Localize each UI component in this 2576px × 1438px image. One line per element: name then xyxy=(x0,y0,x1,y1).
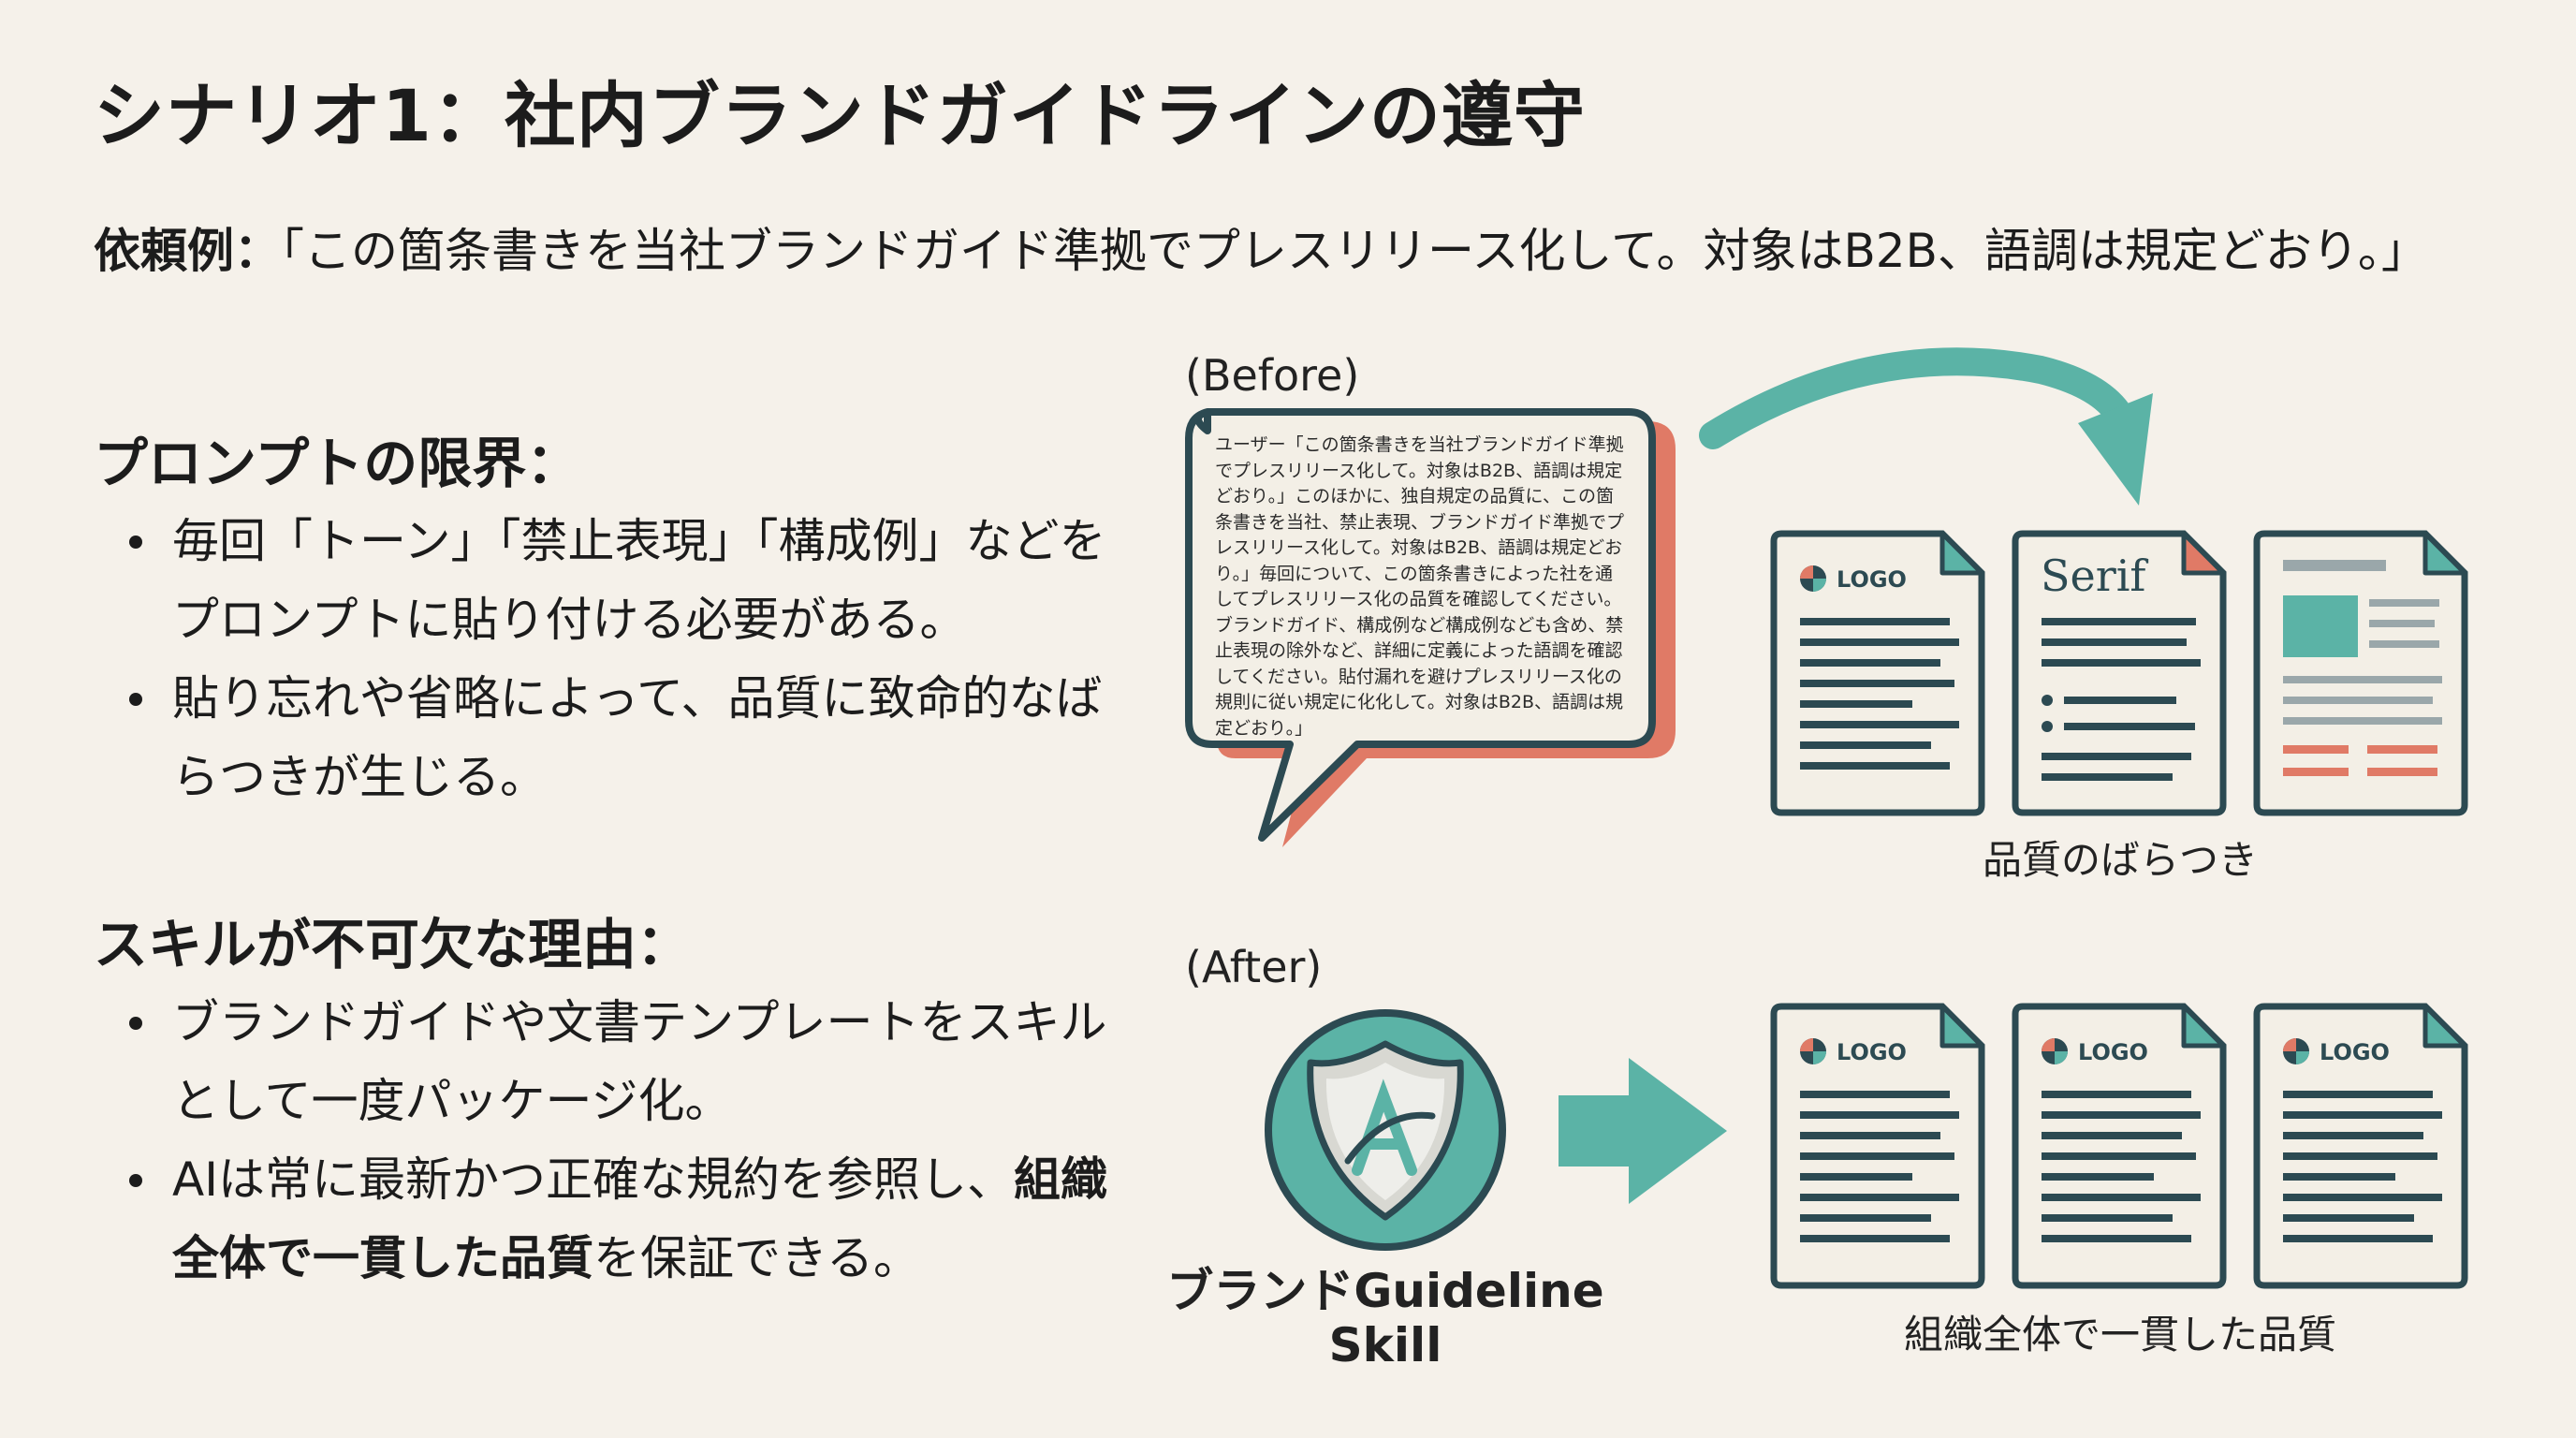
skill-label-line-1: ブランドGuideline xyxy=(1166,1264,1604,1318)
skill-label: ブランドGuideline Skill xyxy=(1151,1264,1619,1372)
speech-bubble xyxy=(1185,408,1656,842)
curved-arrow-head xyxy=(2078,393,2153,506)
request-text: 「この箇条書きを当社ブランドガイド準拠でプレスリリース化して。対象はB2B、語調… xyxy=(281,224,2428,278)
skill-label-line-2: Skill xyxy=(1328,1318,1442,1372)
after-caption: 組織全体で一貫した品質 xyxy=(1903,1312,2336,1357)
request-label: 依頼例： xyxy=(94,224,281,278)
limits-bullet-1: 毎回「トーン」「禁止表現」「構成例」などをプロンプトに貼り付ける必要がある。 xyxy=(122,502,1133,659)
reasons-bullet-1: ブランドガイドや文書テンプレートをスキルとして一度パッケージ化。 xyxy=(122,983,1133,1140)
before-doc-serif-text: Serif xyxy=(2041,550,2146,601)
reasons-bullet-2: AIは常に最新かつ正確な規約を参照し、組織全体で一貫した品質を保証できる。 xyxy=(122,1140,1133,1298)
request-example: 依頼例：「この箇条書きを当社ブランドガイド準拠でプレスリリース化して。対象はB2… xyxy=(94,213,2428,281)
reasons-bullet-2-bold: 組織全体で一貫した品質 xyxy=(172,1152,1107,1285)
bubble-text: ユーザー「この箇条書きを当社ブランドガイド準拠でプレスリリース化して。対象はB2… xyxy=(1215,434,1625,739)
before-doc-logo-text: LOGO xyxy=(1837,566,1907,593)
limits-bullet-2: 貼り忘れや省略によって、品質に致命的なばらつきが生じる。 xyxy=(122,659,1133,816)
after-label: (After) xyxy=(1185,942,1323,992)
after-doc-1-logo-text: LOGO xyxy=(1837,1039,1907,1065)
reasons-heading: スキルが不可欠な理由： xyxy=(94,913,692,976)
before-caption: 品質のばらつき xyxy=(1982,837,2258,883)
before-doc-layout xyxy=(2253,530,2468,816)
after-doc-2-logo-text: LOGO xyxy=(2078,1039,2148,1065)
page-title: シナリオ1：社内ブランドガイドラインの遵守 xyxy=(94,74,1586,157)
reasons-list: ブランドガイドや文書テンプレートをスキルとして一度パッケージ化。 AIは常に最新… xyxy=(122,983,1133,1298)
reasons-bullet-2-pre: AIは常に最新かつ正確な規約を参照し、 xyxy=(172,1152,1014,1207)
limits-heading: プロンプトの限界： xyxy=(94,432,581,495)
after-arrow xyxy=(1559,1058,1727,1204)
curved-arrow xyxy=(1699,347,2131,449)
before-label: (Before) xyxy=(1185,350,1360,401)
reasons-bullet-2-post: を保証できる。 xyxy=(593,1231,920,1285)
before-doc-serif xyxy=(2012,530,2227,816)
after-doc-3-logo-text: LOGO xyxy=(2320,1039,2390,1065)
skill-a-letter xyxy=(1352,1078,1417,1176)
limits-list: 毎回「トーン」「禁止表現」「構成例」などをプロンプトに貼り付ける必要がある。 貼… xyxy=(122,502,1133,816)
